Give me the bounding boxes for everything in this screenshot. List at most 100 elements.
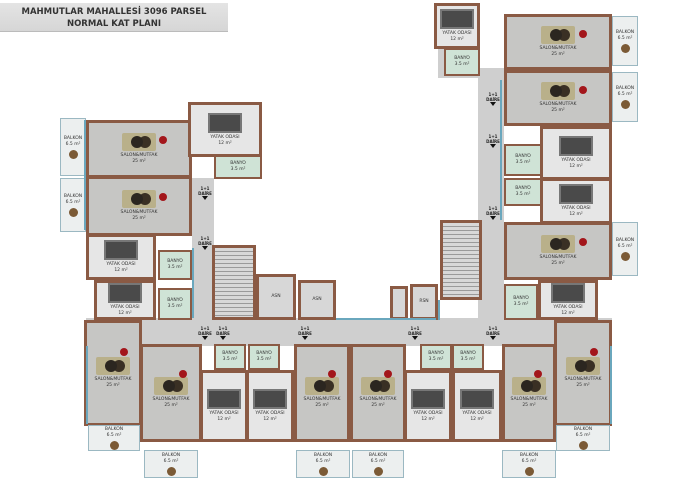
living-kitchen-room-area: 25 m² — [132, 159, 146, 164]
staircase — [212, 245, 256, 320]
bedroom-label: YATAK ODASI — [442, 31, 472, 36]
rug-sofa-icon — [122, 133, 156, 151]
rug-sofa-icon — [96, 357, 130, 375]
table-icon — [620, 251, 630, 261]
bathroom-label: BANYO — [460, 351, 476, 356]
living-kitchen-room-area: 25 m² — [522, 403, 536, 408]
unit-type: 1+1 — [218, 326, 228, 331]
bathroom-label: BANYO — [428, 351, 444, 356]
rug-sofa-icon — [305, 377, 339, 395]
living-kitchen-room-label: SALON&MUTFAK — [359, 397, 397, 402]
table-icon — [373, 466, 383, 476]
living-kitchen-room-area: 25 m² — [551, 52, 565, 57]
living-kitchen-room-label: SALON&MUTFAK — [94, 377, 132, 382]
living-kitchen-room-area: 25 m² — [576, 383, 590, 388]
balcony-area: 6.5 m² — [617, 35, 633, 41]
table-icon — [68, 207, 78, 217]
living-kitchen-room-label: SALON&MUTFAK — [564, 377, 602, 382]
balcony-label: BALKON — [615, 237, 635, 243]
window — [336, 318, 436, 320]
armchair-icon — [589, 348, 598, 356]
bathroom-area: 3.5 m² — [428, 357, 444, 362]
balcony-area: 6.5 m² — [370, 458, 386, 464]
armchair-icon — [178, 370, 187, 378]
armchair-icon — [578, 85, 587, 94]
bed-icon — [551, 283, 585, 303]
rug-sofa-icon — [122, 190, 156, 208]
window — [86, 346, 88, 424]
balcony-area: 6.5 m² — [575, 432, 591, 438]
bedroom-label: YATAK ODASI — [561, 158, 591, 163]
bedroom-label: YATAK ODASI — [561, 206, 591, 211]
bathroom-label: BANYO — [230, 161, 246, 166]
elevator-shaft-label: ASN — [271, 294, 281, 299]
shaft — [390, 286, 408, 320]
bedroom-area: 12 m² — [561, 311, 575, 316]
rug-sofa-icon — [154, 377, 188, 395]
rug-sofa-icon — [512, 377, 546, 395]
bathroom-label: BANYO — [256, 351, 272, 356]
living-kitchen-room-label: SALON&MUTFAK — [539, 102, 577, 107]
unit-type: 1+1 — [410, 326, 420, 331]
bed-icon — [253, 389, 287, 409]
bathroom-area: 3.5 m² — [167, 265, 183, 270]
entrance-arrow-icon — [412, 336, 418, 340]
bathroom-label: BANYO — [167, 298, 183, 303]
window — [192, 248, 194, 318]
bedroom-area: 12 m² — [118, 311, 132, 316]
unit-label: DAİRE — [486, 211, 500, 216]
bathroom-area: 3.5 m² — [515, 192, 531, 197]
window — [84, 120, 86, 230]
plan-title-line1: MAHMUTLAR MAHALLESİ 3096 PARSEL — [21, 7, 207, 17]
bathroom-label: BANYO — [513, 296, 529, 301]
bedroom-area: 12 m² — [569, 164, 583, 169]
bedroom-label: YATAK ODASI — [106, 262, 136, 267]
table-icon — [318, 466, 328, 476]
living-kitchen-room-area: 25 m² — [315, 403, 329, 408]
unit-type: 1+1 — [200, 186, 210, 191]
balcony-label: BALKON — [519, 452, 539, 458]
entrance-arrow-icon — [202, 336, 208, 340]
bathroom-area: 3.5 m² — [513, 302, 529, 307]
bedroom-label: YATAK ODASI — [255, 411, 285, 416]
unit-label: DAİRE — [198, 331, 212, 336]
armchair-icon — [159, 136, 167, 144]
bed-icon — [208, 112, 242, 133]
elevator-shaft: ASN — [256, 274, 296, 320]
unit-type: 1+1 — [300, 326, 310, 331]
living-kitchen-room-label: SALON&MUTFAK — [303, 397, 341, 402]
bedroom-area: 12 m² — [450, 37, 464, 42]
bathroom-area: 3.5 m² — [460, 357, 476, 362]
bedroom-label: YATAK ODASI — [110, 305, 140, 310]
bedroom-area: 12 m² — [218, 140, 232, 146]
bathroom-label: BANYO — [454, 56, 470, 61]
armchair-icon — [578, 29, 587, 38]
plan-title-line2: NORMAL KAT PLANI — [66, 19, 162, 29]
balcony-area: 6.5 m² — [65, 199, 81, 205]
table-icon — [620, 43, 630, 53]
unit-label: DAİRE — [198, 241, 212, 246]
bedroom-area: 12 m² — [263, 417, 277, 422]
